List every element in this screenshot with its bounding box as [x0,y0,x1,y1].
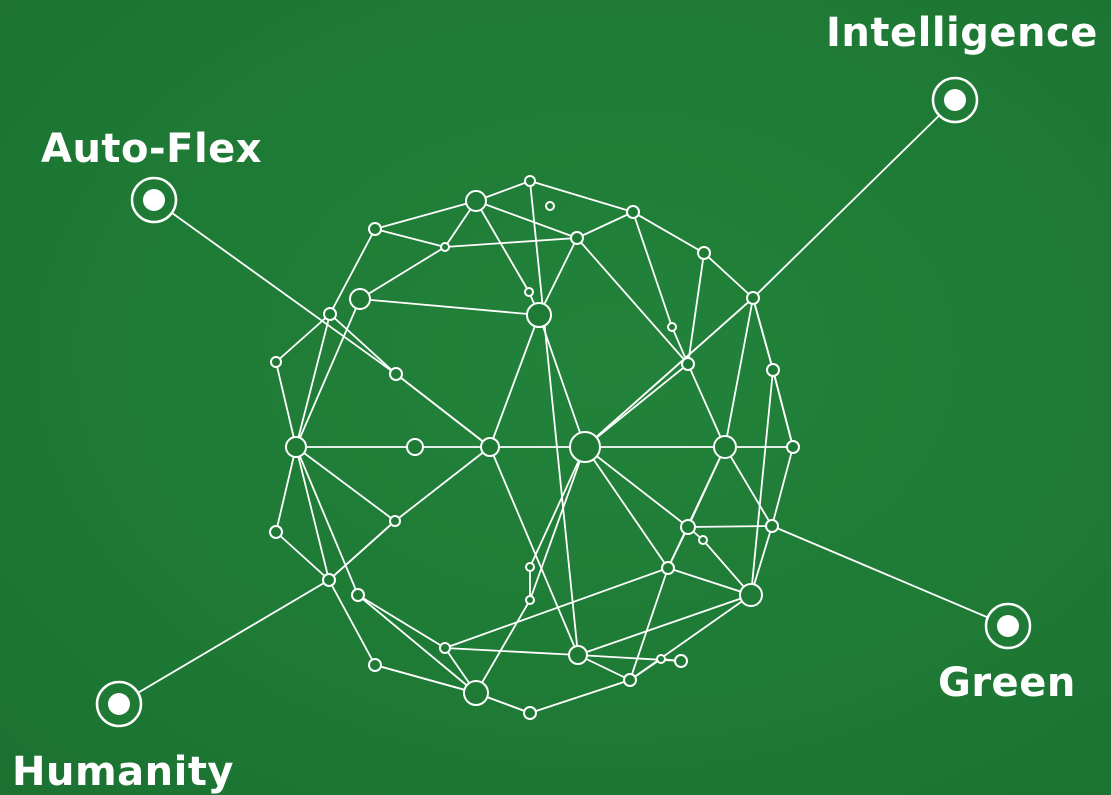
network-node [627,206,639,218]
network-node [440,643,450,653]
network-edge [490,447,578,655]
auto-flex-anchor-icon [132,178,176,222]
network-node [682,358,694,370]
connector-line [154,200,396,374]
network-edge [725,298,753,447]
network-node [527,303,551,327]
network-node [369,659,381,671]
network-node [286,437,306,457]
network-node [270,526,282,538]
humanity-anchor-icon [97,682,141,726]
network-node [766,520,778,532]
connector-line [753,100,955,298]
network-edge [585,447,668,568]
network-node [747,292,759,304]
network-node [699,536,707,544]
network-edge [585,447,688,527]
network-node [668,323,676,331]
network-edge [476,201,577,238]
network-node [740,584,762,606]
connector-line [772,526,1008,626]
network-node [271,357,281,367]
network-node [787,441,799,453]
network-edge [530,447,585,600]
network-edge [375,665,476,693]
connector-line [396,374,490,447]
network-node [662,562,674,574]
network-edge [688,526,772,527]
network-edge [276,362,296,447]
network-edge [445,648,578,655]
network-edge [577,238,688,364]
network-node [681,520,695,534]
network-node [714,436,736,458]
network-edge [539,315,585,447]
network-edge [490,315,539,447]
network-edge [360,299,539,315]
network-edge [633,212,704,253]
network-node [624,674,636,686]
network-node [657,655,665,663]
network-node [524,707,536,719]
network-edge [688,364,725,447]
network-edge [476,600,530,693]
network-edge [578,595,751,655]
network-edge [360,247,445,299]
network-node [525,176,535,186]
auto-flex-label: Auto-Flex [41,129,262,169]
network-edge [633,212,672,327]
network-node [390,516,400,526]
network-node [369,223,381,235]
network-node [526,563,534,571]
network-node [569,646,587,664]
network-node [481,438,499,456]
network-node [350,289,370,309]
anchor-nodes [97,78,1030,726]
network-node [698,247,710,259]
network-node [767,364,779,376]
network-edge [358,595,445,648]
network-edge [577,212,633,238]
network-node [407,439,423,455]
network-node [570,432,600,462]
network-node [546,202,554,210]
network-node [526,596,534,604]
network-edge [773,370,793,447]
green-anchor-icon [986,604,1030,648]
network-node [466,191,486,211]
network-edge [704,253,753,298]
network-node [441,243,449,251]
green-label: Green [938,663,1076,703]
humanity-label: Humanity [12,752,234,792]
connector-line [119,580,329,704]
network-edges [119,100,1008,713]
network-edge [585,364,688,447]
network-edge [688,253,704,364]
network-node [390,368,402,380]
network-edge [530,680,630,713]
network-edge [375,229,445,247]
network-node [352,589,364,601]
intelligence-anchor-icon [933,78,977,122]
intelligence-label: Intelligence [826,13,1098,53]
network-node [323,574,335,586]
network-node [675,655,687,667]
network-edge [772,447,793,526]
network-edge [530,447,585,567]
network-node [464,681,488,705]
network-edge [445,238,577,247]
network-edge [753,298,773,370]
network-edge [476,201,529,292]
network-node [571,232,583,244]
network-edge [276,447,296,532]
network-node [324,308,336,320]
network-edge [395,447,490,521]
network-node [525,288,533,296]
network-edge [276,532,329,580]
